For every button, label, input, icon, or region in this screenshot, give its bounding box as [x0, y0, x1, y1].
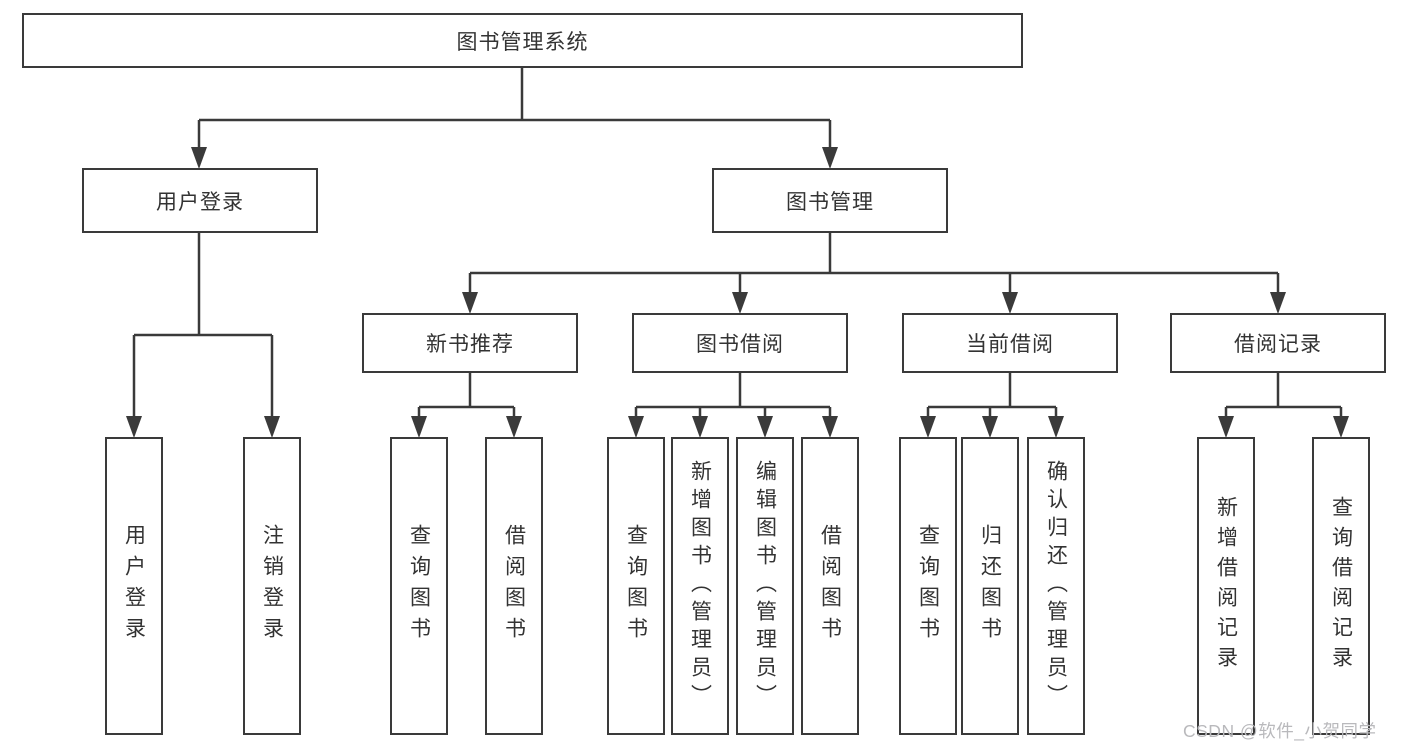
- leaf-query-books-recommend-label: 查询图书: [407, 524, 431, 648]
- leaf-user-login-label: 用户登录: [122, 524, 146, 648]
- leaf-confirm-return-admin-label: 确认归还（管理员）: [1044, 460, 1068, 712]
- leaf-borrow-books: 借阅图书: [801, 437, 859, 735]
- leaf-edit-book-admin: 编辑图书（管理员）: [736, 437, 794, 735]
- node-current-borrowing: 当前借阅: [902, 313, 1118, 373]
- node-book-management: 图书管理: [712, 168, 948, 233]
- leaf-add-book-admin-label: 新增图书（管理员）: [688, 460, 712, 712]
- leaf-borrow-books-label: 借阅图书: [818, 524, 842, 648]
- leaf-borrow-books-recommend-label: 借阅图书: [502, 524, 526, 648]
- node-borrowing-records: 借阅记录: [1170, 313, 1386, 373]
- leaf-user-login: 用户登录: [105, 437, 163, 735]
- leaf-add-borrow-record-label: 新增借阅记录: [1214, 496, 1238, 676]
- leaf-query-borrow-record: 查询借阅记录: [1312, 437, 1370, 735]
- leaf-add-book-admin: 新增图书（管理员）: [671, 437, 729, 735]
- leaf-logout-label: 注销登录: [260, 524, 284, 648]
- leaf-confirm-return-admin: 确认归还（管理员）: [1027, 437, 1085, 735]
- leaf-query-borrow-record-label: 查询借阅记录: [1329, 496, 1353, 676]
- leaf-logout: 注销登录: [243, 437, 301, 735]
- node-new-book-recommend-label: 新书推荐: [426, 333, 514, 356]
- leaf-query-books-current-label: 查询图书: [916, 524, 940, 648]
- node-new-book-recommend: 新书推荐: [362, 313, 578, 373]
- leaf-return-book-label: 归还图书: [978, 524, 1002, 648]
- node-book-management-label: 图书管理: [786, 190, 874, 214]
- node-root-label: 图书管理系统: [456, 30, 589, 54]
- node-book-borrowing: 图书借阅: [632, 313, 848, 373]
- node-current-borrowing-label: 当前借阅: [966, 333, 1054, 356]
- leaf-query-books-borrowing-label: 查询图书: [624, 524, 648, 648]
- leaf-borrow-books-recommend: 借阅图书: [485, 437, 543, 735]
- node-user-login-branch-label: 用户登录: [156, 190, 244, 214]
- leaf-add-borrow-record: 新增借阅记录: [1197, 437, 1255, 735]
- leaf-query-books-recommend: 查询图书: [390, 437, 448, 735]
- arrowhead-icons: [126, 147, 1349, 438]
- node-user-login-branch: 用户登录: [82, 168, 318, 233]
- node-book-borrowing-label: 图书借阅: [696, 333, 784, 356]
- leaf-query-books-current: 查询图书: [899, 437, 957, 735]
- watermark: CSDN @软件_小贺同学: [1183, 721, 1377, 741]
- leaf-query-books-borrowing: 查询图书: [607, 437, 665, 735]
- leaf-return-book: 归还图书: [961, 437, 1019, 735]
- node-root: 图书管理系统: [22, 13, 1023, 68]
- leaf-edit-book-admin-label: 编辑图书（管理员）: [753, 460, 777, 712]
- node-borrowing-records-label: 借阅记录: [1234, 333, 1322, 356]
